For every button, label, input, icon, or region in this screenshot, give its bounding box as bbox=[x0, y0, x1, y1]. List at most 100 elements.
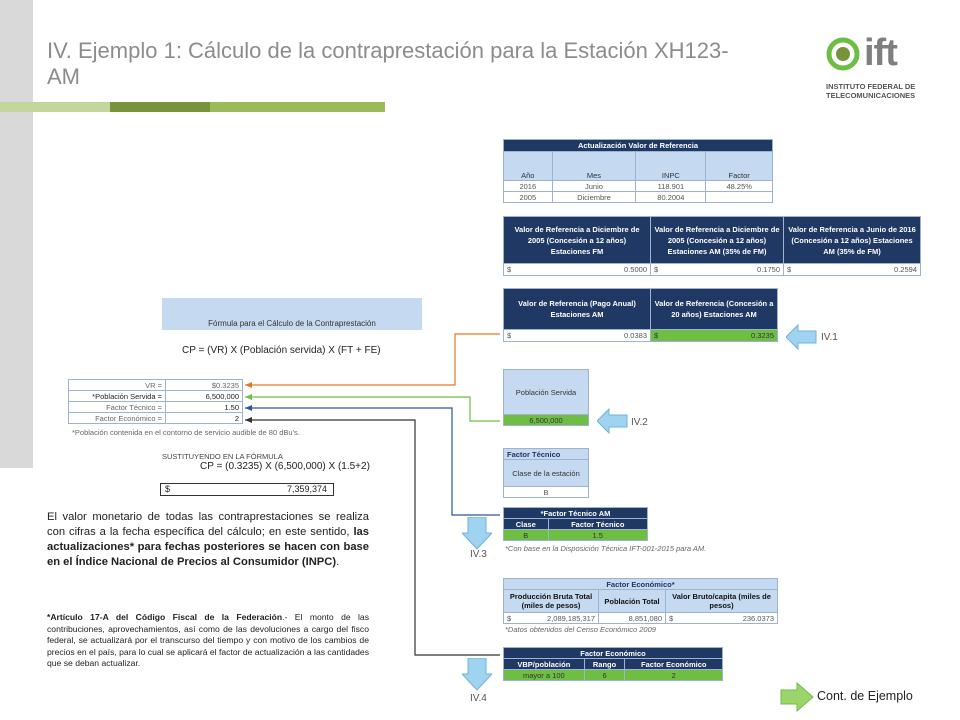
currency-symbol: $ bbox=[507, 613, 512, 623]
label-iv2: IV.2 bbox=[631, 417, 648, 428]
table-cell: Diciembre bbox=[551, 191, 637, 203]
currency-symbol: $ bbox=[654, 331, 659, 340]
vr-col1-header: Valor de Referencia a Diciembre de 2005 … bbox=[503, 216, 651, 264]
poblacion-label: Población Servida bbox=[503, 369, 589, 415]
arrow-right-icon bbox=[780, 681, 814, 713]
factor-tecnico-label: Clase de la estación bbox=[503, 459, 589, 487]
var-label: VR = bbox=[68, 379, 166, 391]
fes-title: Factor Económico* bbox=[503, 578, 778, 590]
poblacion-value: 6,500,000 bbox=[503, 414, 589, 426]
actualizacion-table: Actualización Valor de Referencia Año Me… bbox=[503, 139, 773, 203]
result-currency: $ bbox=[165, 484, 171, 494]
table-cell bbox=[705, 191, 773, 203]
table-cell: 2005 bbox=[503, 191, 553, 203]
fe-h1: VBP/población bbox=[503, 658, 585, 670]
cont-ejemplo-label: Cont. de Ejemplo bbox=[817, 689, 913, 703]
fe-h2: Rango bbox=[583, 658, 626, 670]
fta-h1: Clase bbox=[503, 518, 549, 530]
vram-value-2: 0.3235 bbox=[751, 331, 774, 340]
fta-c2: 1.5 bbox=[547, 529, 649, 541]
var-label: Factor Económico = bbox=[68, 412, 166, 424]
fe-c3: 2 bbox=[624, 669, 723, 681]
paragraph-inpc: El valor monetario de todas las contrapr… bbox=[47, 510, 369, 570]
formula-note: *Población contenida en el contorno de s… bbox=[72, 428, 300, 437]
fes-v1: 2,089,185,317 bbox=[547, 613, 595, 623]
currency-symbol: $ bbox=[507, 331, 512, 340]
fe-h3: Factor Económico bbox=[624, 658, 723, 670]
left-sidebar-band bbox=[0, 0, 33, 468]
table-cell: 2016 bbox=[503, 180, 553, 192]
sustituyendo-label: SUSTITUYENDO EN LA FÓRMULA bbox=[162, 452, 283, 461]
label-iv3: IV.3 bbox=[470, 549, 487, 560]
th-inpc: INPC bbox=[635, 151, 707, 181]
currency-symbol: $ bbox=[507, 265, 512, 274]
var-value: 6,500,000 bbox=[165, 390, 243, 402]
var-value: 1.50 bbox=[165, 401, 243, 413]
fta-h2: Factor Técnico bbox=[547, 518, 649, 530]
fes-h2: Población Total bbox=[598, 589, 666, 613]
cont-ejemplo-button[interactable]: Cont. de Ejemplo bbox=[779, 680, 929, 714]
slide-title: IV. Ejemplo 1: Cálculo de la contraprest… bbox=[47, 38, 729, 89]
formula-text: CP = (VR) X (Población servida) X (FT + … bbox=[182, 345, 381, 356]
fta-title: *Factor Técnico AM bbox=[503, 507, 648, 519]
formula-box-title: Fórmula para el Cálculo de la Contrapres… bbox=[162, 298, 422, 330]
paragraph-articulo: *Artículo 17-A del Código Fiscal de la F… bbox=[47, 612, 369, 670]
label-iv1: IV.1 bbox=[821, 332, 838, 343]
fta-c1: B bbox=[503, 529, 549, 541]
result-box: $ 7,359,374 bbox=[160, 483, 334, 496]
vram-value-1: 0.0383 bbox=[624, 331, 647, 340]
poblacion-table: Población Servida 6,500,000 bbox=[503, 369, 589, 426]
currency-symbol: $ bbox=[787, 265, 792, 274]
valores-referencia-table: Valor de Referencia a Diciembre de 2005 … bbox=[503, 216, 921, 276]
factor-economico-table: Factor Económico VBP/población Rango Fac… bbox=[503, 647, 723, 681]
logo-brand: ift bbox=[864, 32, 898, 74]
var-label: Factor Técnico = bbox=[68, 401, 166, 413]
paragraph-bold: *Artículo 17-A del Código Fiscal de la F… bbox=[47, 612, 283, 622]
fta-note: *Con base en la Disposición Técnica IFT-… bbox=[505, 544, 707, 553]
vram-col2-header: Valor de Referencia (Concesión a 20 años… bbox=[650, 288, 778, 330]
vr-value-2: 0.1750 bbox=[757, 265, 780, 274]
table-cell: Junio bbox=[551, 180, 637, 192]
fes-v3: 236.0373 bbox=[742, 613, 774, 623]
arrow-down-icon bbox=[462, 658, 492, 691]
th-ano: Año bbox=[503, 151, 553, 181]
vr-value-1: 0.5000 bbox=[624, 265, 647, 274]
fes-h3: Valor Bruto/capita (miles de pesos) bbox=[665, 589, 778, 613]
paragraph-text: El valor monetario de todas las contrapr… bbox=[47, 511, 369, 538]
factor-tecnico-value: B bbox=[503, 486, 589, 498]
factor-tecnico-am-table: *Factor Técnico AM Clase Factor Técnico … bbox=[503, 507, 649, 541]
paragraph-text: .- El monto de las contribuciones, aprov… bbox=[47, 612, 369, 669]
fe-c2: 6 bbox=[583, 669, 626, 681]
logo-subtitle: INSTITUTO FEDERAL DE TELECOMUNICACIONES bbox=[826, 82, 916, 100]
fes-note: *Datos obtenidos del Censo Económico 200… bbox=[505, 625, 656, 634]
vr-col2-header: Valor de Referencia a Diciembre de 2005 … bbox=[650, 216, 784, 264]
fe-title: Factor Económico bbox=[503, 647, 723, 659]
currency-symbol: $ bbox=[669, 613, 674, 623]
accent-bar-light bbox=[0, 102, 110, 112]
formula-vars-table: VR =$0.3235 *Población Servida =6,500,00… bbox=[68, 379, 243, 424]
table-cell: 118.901 bbox=[635, 180, 707, 192]
factor-tecnico-title: Factor Técnico bbox=[503, 448, 589, 460]
vr-value-3: 0.2594 bbox=[894, 265, 917, 274]
arrow-left-icon bbox=[786, 324, 817, 350]
table-cell: 48.25% bbox=[705, 180, 773, 192]
var-value: 2 bbox=[165, 412, 243, 424]
paragraph-bold: las actualizaciones* para fechas posteri… bbox=[47, 526, 369, 568]
accent-bar-mid bbox=[210, 102, 385, 112]
sustituyendo-formula: CP = (0.3235) X (6,500,000) X (1.5+2) bbox=[200, 461, 370, 472]
actualizacion-title: Actualización Valor de Referencia bbox=[503, 139, 773, 152]
fe-c1: mayor a 100 bbox=[503, 669, 585, 681]
arrow-down-icon bbox=[462, 517, 492, 550]
table-cell: 80.2004 bbox=[635, 191, 707, 203]
valor-ref-am-table: Valor de Referencia (Pago Anual) Estacio… bbox=[503, 288, 778, 342]
accent-bar-dark bbox=[110, 102, 210, 112]
label-iv4: IV.4 bbox=[470, 693, 487, 704]
th-mes: Mes bbox=[551, 151, 637, 181]
ift-logo: ift INSTITUTO FEDERAL DE TELECOMUNICACIO… bbox=[826, 32, 926, 104]
var-value: $0.3235 bbox=[165, 379, 243, 391]
currency-symbol: $ bbox=[654, 265, 659, 274]
th-factor: Factor bbox=[705, 151, 773, 181]
var-label: *Población Servida = bbox=[68, 390, 166, 402]
factor-tecnico-box: Factor Técnico Clase de la estación B bbox=[503, 448, 589, 498]
